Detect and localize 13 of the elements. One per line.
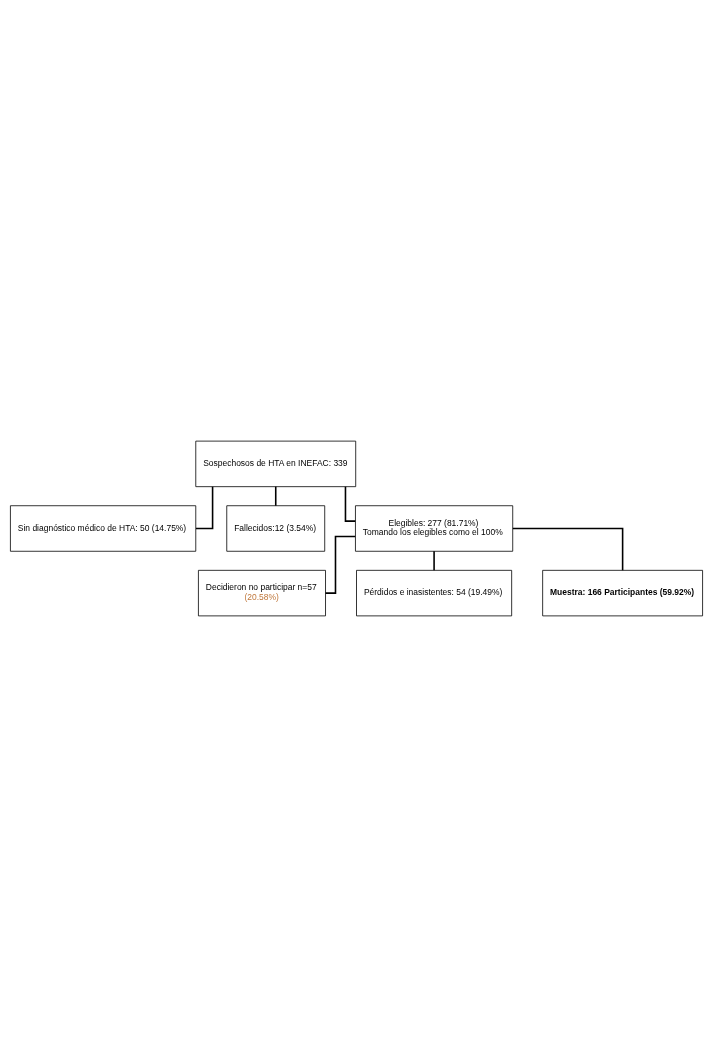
connector [324,535,356,594]
node-box: Decidieron no participar n=57 (20.58%) [198,569,326,617]
node-box: Elegibles: 277 (81.71%) Tomando los elegibles como el 100% [355,505,514,552]
node-box: Sin diagnóstico médico de HTA: 50 (14.75%) [10,505,197,552]
connector [274,485,277,507]
connector [195,485,214,530]
node-box: Pérdidos e inasistentes: 54 (19.49%) [356,569,513,617]
node-box: Muestra: 166 Participantes (59.92%) [542,569,703,617]
node-box: Sospechosos de HTA en INEFAC: 339 [195,440,357,488]
connector [344,486,357,522]
connector [433,550,435,572]
node-box: Fallecidos:12 (3.54%) [226,505,326,552]
connector [512,527,624,572]
